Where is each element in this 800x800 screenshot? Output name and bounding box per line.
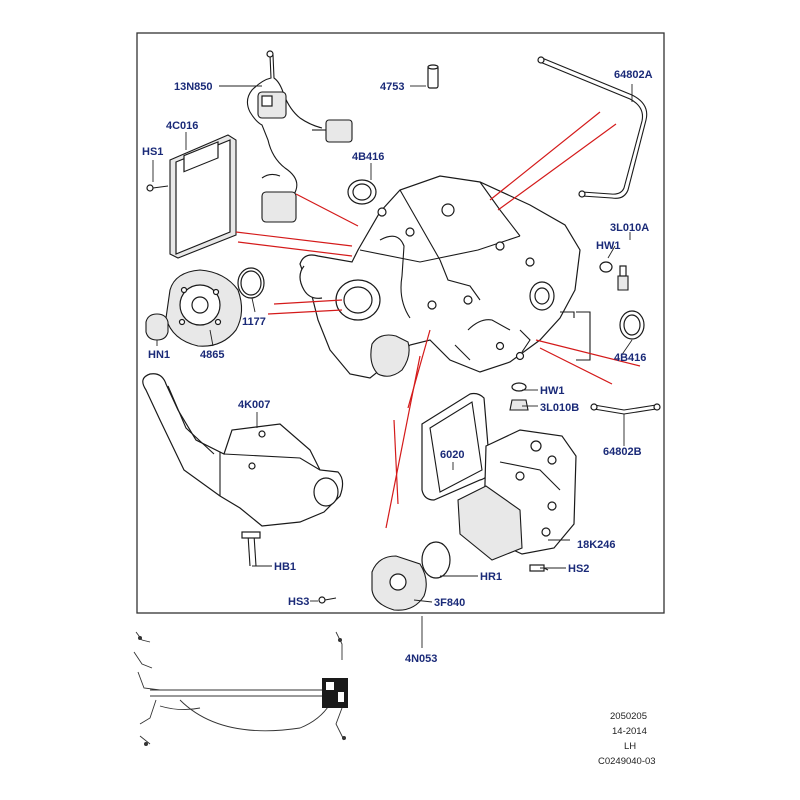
label-64802A: 64802A bbox=[614, 69, 653, 81]
transfer-case-drawing bbox=[299, 175, 581, 379]
label-HB1: HB1 bbox=[274, 561, 296, 573]
vehicle-locator-drawing bbox=[133, 631, 348, 746]
differential-cover-drawing bbox=[145, 267, 265, 347]
label-64802B: 64802B bbox=[603, 446, 642, 458]
gasket-drawing bbox=[421, 392, 491, 501]
right-seal-drawing bbox=[560, 261, 645, 361]
label-HS2: HS2 bbox=[568, 563, 589, 575]
pipe-upper-drawing bbox=[537, 56, 648, 199]
mounting-bracket-drawing bbox=[142, 373, 344, 567]
diagram-frame bbox=[136, 32, 665, 614]
label-13N850: 13N850 bbox=[174, 81, 213, 93]
label-4K007: 4K007 bbox=[238, 399, 270, 411]
label-HR1: HR1 bbox=[480, 571, 502, 583]
label-HN1: HN1 bbox=[148, 349, 170, 361]
label-3L010A: 3L010A bbox=[610, 222, 649, 234]
footer-line3: LH bbox=[624, 741, 636, 752]
label-4N053: 4N053 bbox=[405, 653, 437, 665]
sensor-drawing bbox=[318, 541, 451, 611]
label-3F840: 3F840 bbox=[434, 597, 465, 609]
label-4865: 4865 bbox=[200, 349, 224, 361]
drawing-footer: 2050205 14-2014 LH C0249040-03 bbox=[598, 711, 656, 767]
label-HW1-top: HW1 bbox=[596, 240, 620, 252]
footer-line1: 2050205 bbox=[610, 711, 647, 722]
pipe-lower-drawing bbox=[590, 403, 661, 415]
control-module-drawing bbox=[146, 134, 237, 259]
callout-lines bbox=[235, 111, 641, 529]
label-HS1: HS1 bbox=[142, 146, 163, 158]
label-4B416-right: 4B416 bbox=[614, 352, 646, 364]
plug-drawing bbox=[509, 382, 529, 411]
label-4753: 4753 bbox=[380, 81, 404, 93]
label-HW1-mid: HW1 bbox=[540, 385, 564, 397]
label-4B416-top: 4B416 bbox=[352, 151, 384, 163]
wiring-harness-drawing bbox=[246, 50, 353, 223]
part-labels: 13N850 4753 64802A 4C016 HS1 4B416 3L010… bbox=[142, 69, 653, 665]
breather-drawing bbox=[427, 64, 439, 89]
footer-line2: 14-2014 bbox=[612, 726, 647, 737]
label-4C016: 4C016 bbox=[166, 120, 198, 132]
label-3L010B: 3L010B bbox=[540, 402, 579, 414]
motor-drawing bbox=[457, 429, 577, 572]
label-18K246: 18K246 bbox=[577, 539, 616, 551]
label-HS3: HS3 bbox=[288, 596, 309, 608]
footer-line4: C0249040-03 bbox=[598, 756, 656, 767]
label-6020: 6020 bbox=[440, 449, 464, 461]
leader-lines bbox=[152, 84, 633, 648]
label-1177: 1177 bbox=[242, 316, 266, 328]
